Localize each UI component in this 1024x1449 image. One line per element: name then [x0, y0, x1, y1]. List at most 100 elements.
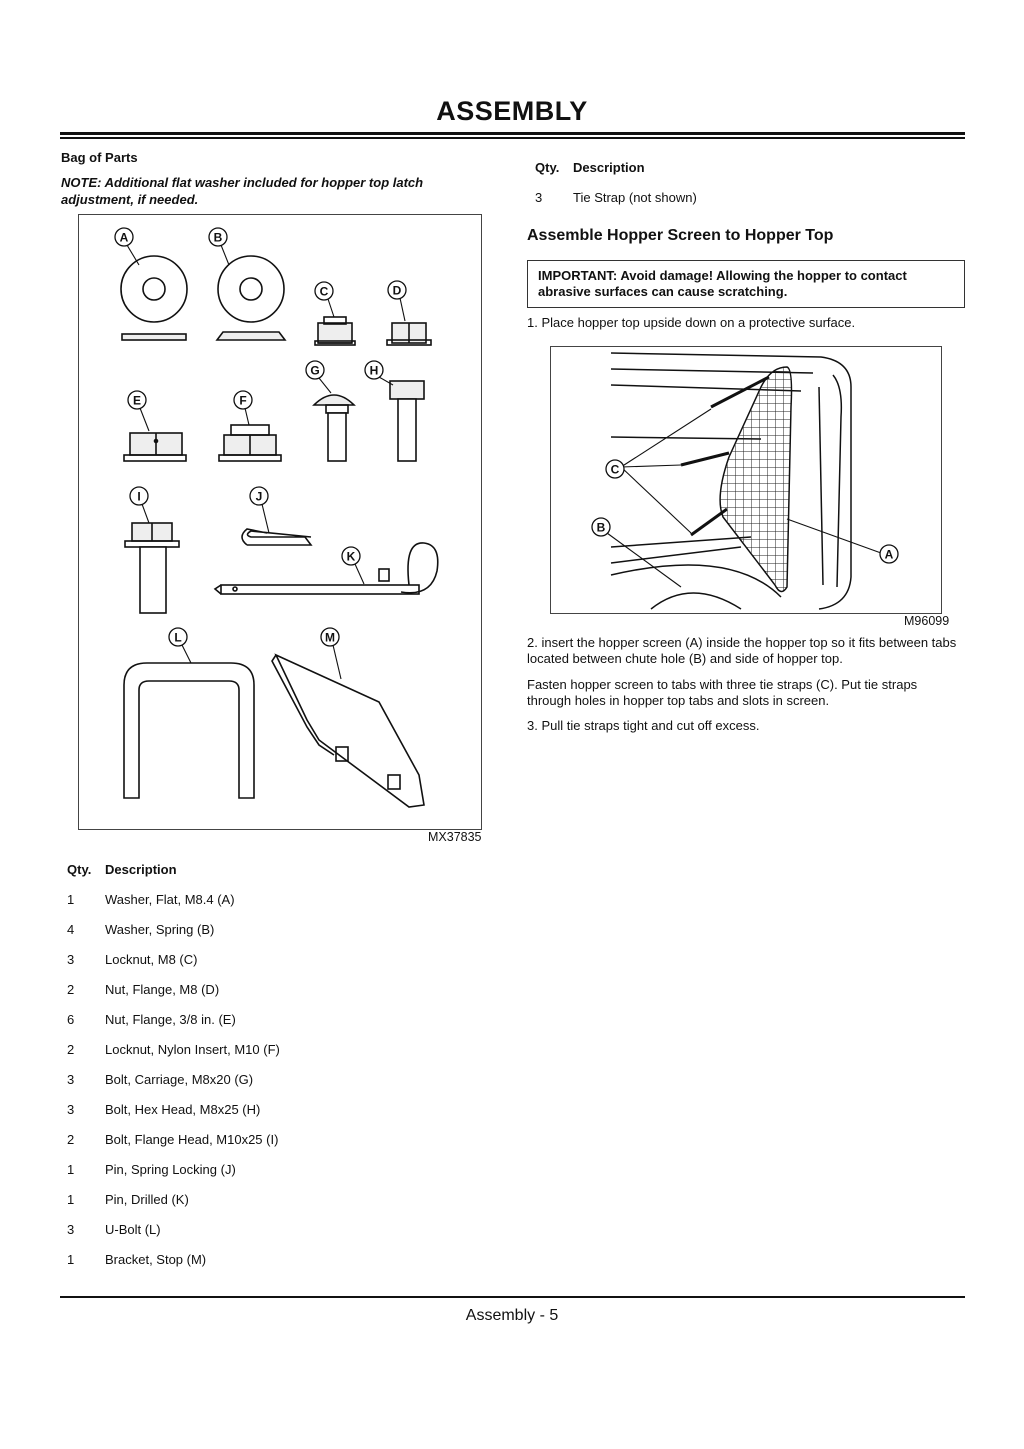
- qty-cell: 3: [67, 1222, 75, 1237]
- table-row: 2 Locknut, Nylon Insert, M10 (F): [67, 1042, 467, 1060]
- note-text: NOTE: Additional flat washer included fo…: [61, 175, 424, 207]
- header-rule: [60, 132, 965, 135]
- svg-text:F: F: [239, 394, 246, 408]
- description-cell: Nut, Flange, M8 (D): [105, 982, 220, 997]
- parts-table: Qty. Description 1 Washer, Flat, M8.4 (A)…: [67, 862, 467, 1270]
- qty-cell: 1: [67, 1192, 75, 1207]
- label-j: J: [249, 486, 270, 534]
- step-2: 2. insert the hopper screen (A) inside t…: [527, 635, 957, 666]
- svg-text:B: B: [214, 231, 223, 245]
- table-row: 6 Nut, Flange, 3/8 in. (E): [67, 1012, 467, 1030]
- qty-cell: 1: [67, 1252, 75, 1267]
- table-row: 3 Bolt, Hex Head, M8x25 (H): [67, 1102, 467, 1120]
- parts-illustration: A B C D E: [114, 227, 439, 808]
- svg-text:D: D: [393, 284, 402, 298]
- label-m: M: [320, 627, 342, 680]
- parts-figure: A B C D E: [78, 214, 482, 830]
- label-l: L: [168, 627, 192, 664]
- label-c: C: [605, 408, 712, 534]
- step-3: 3. Pull tie straps tight and cut off exc…: [527, 718, 760, 733]
- page-footer: Assembly - 5: [465, 1307, 559, 1324]
- qty-cell: 3: [535, 190, 543, 205]
- label-a: A: [786, 518, 899, 564]
- table-row: 3 U-Bolt (L): [67, 1222, 467, 1240]
- description-cell: Bolt, Carriage, M8x20 (G): [105, 1072, 254, 1087]
- qty-header: Qty.: [535, 160, 560, 175]
- hopper-figure-code: M96099: [904, 614, 950, 628]
- qty-cell: 4: [67, 922, 75, 937]
- step-2-detail: Fasten hopper screen to tabs with three …: [527, 677, 918, 708]
- table-row: 1 Pin, Spring Locking (J): [67, 1162, 467, 1180]
- description-cell: Bolt, Flange Head, M10x25 (I): [105, 1132, 279, 1147]
- table-row: 3 Tie Strap (not shown): [535, 190, 935, 208]
- footer-rule: [60, 1296, 965, 1298]
- label-i: I: [129, 486, 150, 524]
- svg-text:A: A: [885, 548, 894, 562]
- label-g: G: [305, 360, 332, 394]
- description-cell: Locknut, M8 (C): [105, 952, 198, 967]
- svg-text:M: M: [325, 631, 335, 645]
- description-cell: Bracket, Stop (M): [105, 1252, 207, 1267]
- parts-table-header: Qty. Description: [67, 862, 467, 880]
- svg-text:B: B: [597, 521, 606, 535]
- table-row: 4 Washer, Spring (B): [67, 922, 467, 940]
- svg-text:C: C: [320, 285, 329, 299]
- qty-cell: 1: [67, 1162, 75, 1177]
- label-e: E: [127, 390, 150, 432]
- qty-cell: 3: [67, 1102, 75, 1117]
- bag-of-parts-heading: Bag of Parts: [61, 150, 138, 165]
- important-box: IMPORTANT: Avoid damage! Allowing the ho…: [527, 260, 965, 308]
- table-row: 2 Bolt, Flange Head, M10x25 (I): [67, 1132, 467, 1150]
- tie-strap-table-header: Qty. Description: [535, 160, 935, 178]
- qty-cell: 2: [67, 982, 75, 997]
- table-row: 3 Bolt, Carriage, M8x20 (G): [67, 1072, 467, 1090]
- label-f: F: [233, 390, 253, 426]
- description-cell: U-Bolt (L): [105, 1222, 161, 1237]
- parts-figure-code: MX37835: [428, 830, 482, 844]
- description-cell: Bolt, Hex Head, M8x25 (H): [105, 1102, 261, 1117]
- svg-text:L: L: [174, 631, 181, 645]
- svg-text:J: J: [256, 490, 263, 504]
- description-cell: Locknut, Nylon Insert, M10 (F): [105, 1042, 280, 1057]
- qty-cell: 1: [67, 892, 75, 907]
- svg-text:E: E: [133, 394, 141, 408]
- table-row: 1 Bracket, Stop (M): [67, 1252, 467, 1270]
- header-rule-thin: [60, 137, 965, 139]
- label-c: C: [314, 281, 335, 318]
- qty-cell: 6: [67, 1012, 75, 1027]
- svg-text:A: A: [120, 231, 129, 245]
- svg-text:H: H: [370, 364, 379, 378]
- svg-text:G: G: [310, 364, 319, 378]
- description-header: Description: [105, 862, 177, 877]
- svg-text:C: C: [611, 463, 620, 477]
- hopper-figure: C B A: [550, 346, 942, 614]
- svg-text:I: I: [137, 490, 140, 504]
- qty-cell: 2: [67, 1042, 75, 1057]
- label-b: B: [208, 227, 230, 266]
- section-title: Assemble Hopper Screen to Hopper Top: [527, 227, 834, 244]
- description-cell: Nut, Flange, 3/8 in. (E): [105, 1012, 236, 1027]
- table-row: 1 Washer, Flat, M8.4 (A): [67, 892, 467, 910]
- page-title: ASSEMBLY: [436, 96, 588, 126]
- table-row: 3 Locknut, M8 (C): [67, 952, 467, 970]
- svg-text:K: K: [347, 550, 356, 564]
- description-cell: Tie Strap (not shown): [573, 190, 697, 205]
- qty-cell: 3: [67, 952, 75, 967]
- qty-cell: 3: [67, 1072, 75, 1087]
- tie-strap-table: Qty. Description 3 Tie Strap (not shown): [535, 160, 935, 208]
- label-k: K: [341, 546, 365, 585]
- description-cell: Washer, Flat, M8.4 (A): [105, 892, 235, 907]
- label-h: H: [364, 360, 394, 386]
- parts-table-body: 1 Washer, Flat, M8.4 (A) 4 Washer, Spring (…: [67, 892, 467, 1270]
- label-d: D: [387, 280, 407, 322]
- qty-cell: 2: [67, 1132, 75, 1147]
- hopper-illustration: C B A: [591, 352, 899, 610]
- table-row: 2 Nut, Flange, M8 (D): [67, 982, 467, 1000]
- qty-header: Qty.: [67, 862, 92, 877]
- description-cell: Pin, Spring Locking (J): [105, 1162, 236, 1177]
- label-b: B: [591, 517, 682, 588]
- step-1: 1. Place hopper top upside down on a pro…: [527, 315, 856, 330]
- label-a: A: [114, 227, 140, 266]
- description-cell: Washer, Spring (B): [105, 922, 215, 937]
